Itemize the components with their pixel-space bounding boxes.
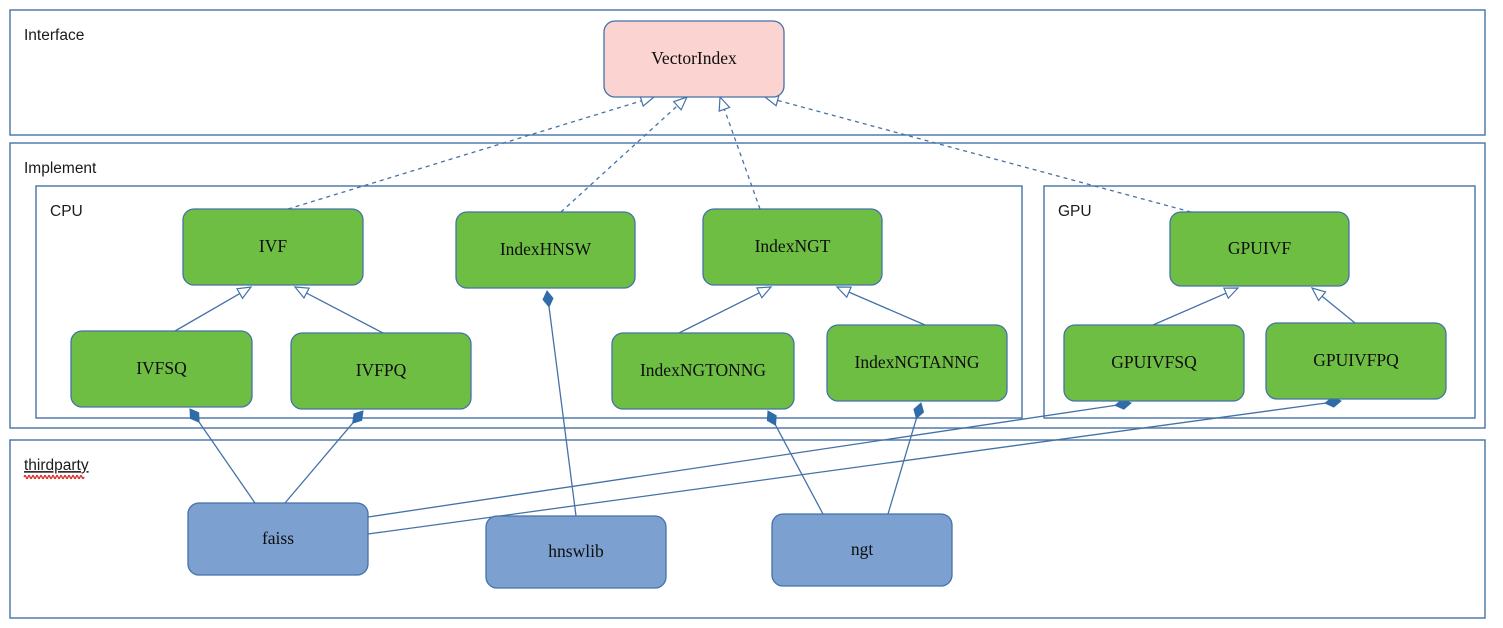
edge-line-ngt-indexngtonng <box>774 424 824 515</box>
edge-line-ngtonng-indexngt <box>678 292 760 334</box>
node-box-indexngtanng[interactable] <box>826 324 1008 402</box>
node-box-faiss[interactable] <box>187 502 369 576</box>
arrowhead-hollow-indexngt-vectorindex <box>718 95 731 112</box>
edge-ivfpq-ivf <box>293 286 384 334</box>
node-box-indexngt[interactable] <box>702 208 883 286</box>
edge-ngtanng-indexngt <box>835 286 926 326</box>
node-box-indexhnsw[interactable] <box>455 211 636 289</box>
edge-ivfsq-ivf <box>174 286 253 332</box>
edge-line-ngtanng-indexngt <box>848 291 926 326</box>
arrowhead-hollow-indexhnsw-vectorindex <box>672 95 689 111</box>
node-label-indexngt: IndexNGT <box>755 236 831 256</box>
node-label-hnswlib: hnswlib <box>548 541 604 561</box>
node-ivf[interactable]: IVF <box>182 208 364 286</box>
edges-layer <box>174 94 1356 535</box>
node-label-indexngtanng: IndexNGTANNG <box>855 352 980 372</box>
panel-label-cpu: CPU <box>50 203 83 220</box>
arrowhead-hollow-ivfpq-ivf <box>293 286 311 299</box>
edge-line-faiss-ivfpq <box>284 422 354 504</box>
node-indexhnsw[interactable]: IndexHNSW <box>455 211 636 289</box>
arrowhead-hollow-ngtanng-indexngt <box>835 286 853 299</box>
edge-line-faiss-gpuivfpq <box>367 402 1326 535</box>
node-indexngtanng[interactable]: IndexNGTANNG <box>826 324 1008 402</box>
edge-ngt-indexngtonng <box>766 410 824 515</box>
node-hnswlib[interactable]: hnswlib <box>485 515 667 589</box>
edge-line-ivfpq-ivf <box>306 292 384 334</box>
edge-line-ivf-vectorindex <box>287 100 642 210</box>
node-box-gpuivfpq[interactable] <box>1265 322 1447 400</box>
node-ngt[interactable]: ngt <box>771 513 953 587</box>
node-label-ivfpq: IVFPQ <box>356 360 407 380</box>
node-label-indexngtonng: IndexNGTONNG <box>640 360 766 380</box>
arrowhead-hollow-ivfsq-ivf <box>236 286 253 300</box>
node-label-gpuivfsq: GPUIVFSQ <box>1111 352 1197 372</box>
edge-faiss-ivfpq <box>284 410 364 504</box>
node-label-ivf: IVF <box>259 236 287 256</box>
node-vectorindex[interactable]: VectorIndex <box>603 20 785 98</box>
arrowhead-hollow-ngtonng-indexngt <box>755 286 773 299</box>
node-label-faiss: faiss <box>262 528 294 548</box>
node-gpuivfpq[interactable]: GPUIVFPQ <box>1265 322 1447 400</box>
edge-faiss-ivfsq <box>189 408 256 504</box>
edge-line-ngt-indexngtanng <box>887 418 918 515</box>
arrowhead-hollow-gpuivfpq-gpuivf <box>1310 287 1327 302</box>
edge-line-faiss-ivfsq <box>198 421 256 504</box>
node-box-ngt[interactable] <box>771 513 953 587</box>
edge-indexhnsw-vectorindex <box>560 95 689 213</box>
node-box-ivfpq[interactable] <box>290 332 472 410</box>
panel-label-implement: Implement <box>24 160 97 177</box>
node-box-vectorindex[interactable] <box>603 20 785 98</box>
arrowhead-diamond-faiss-ivfpq <box>352 410 364 424</box>
edge-line-indexngt-vectorindex <box>723 109 761 210</box>
node-label-ngt: ngt <box>851 539 874 559</box>
arrowhead-diamond-faiss-ivfsq <box>189 408 200 423</box>
node-box-gpuivf[interactable] <box>1169 211 1350 287</box>
edge-line-gpuivfpq-gpuivf <box>1321 295 1356 324</box>
node-label-ivfsq: IVFSQ <box>136 358 187 378</box>
node-gpuivfsq[interactable]: GPUIVFSQ <box>1063 324 1245 402</box>
edge-ngtonng-indexngt <box>678 286 773 334</box>
node-ivfpq[interactable]: IVFPQ <box>290 332 472 410</box>
edge-line-ivfsq-ivf <box>174 292 241 332</box>
panel-label-thirdparty: thirdparty <box>24 457 89 474</box>
edge-hnswlib-indexhnsw <box>542 290 577 517</box>
panel-label-gpu: GPU <box>1058 203 1092 220</box>
node-box-indexngtonng[interactable] <box>611 332 795 410</box>
panel-label-interface: Interface <box>24 27 84 44</box>
arrowhead-diamond-ngt-indexngtanng <box>913 402 925 420</box>
node-box-gpuivfsq[interactable] <box>1063 324 1245 402</box>
node-label-gpuivfpq: GPUIVFPQ <box>1313 350 1399 370</box>
node-gpuivf[interactable]: GPUIVF <box>1169 211 1350 287</box>
edge-indexngt-vectorindex <box>718 95 761 210</box>
node-ivfsq[interactable]: IVFSQ <box>70 330 253 408</box>
arrowhead-diamond-ngt-indexngtonng <box>766 410 777 426</box>
edge-gpuivfpq-gpuivf <box>1310 287 1356 324</box>
node-box-ivfsq[interactable] <box>70 330 253 408</box>
spellcheck-squiggle-thirdparty <box>23 474 85 480</box>
node-box-ivf[interactable] <box>182 208 364 286</box>
node-label-vectorindex: VectorIndex <box>651 48 737 68</box>
edge-line-faiss-gpuivfsq <box>367 404 1116 518</box>
node-indexngtonng[interactable]: IndexNGTONNG <box>611 332 795 410</box>
edge-ngt-indexngtanng <box>887 402 925 515</box>
node-box-hnswlib[interactable] <box>485 515 667 589</box>
node-label-gpuivf: GPUIVF <box>1228 238 1291 258</box>
edge-gpuivfsq-gpuivf <box>1152 287 1240 326</box>
edge-line-indexhnsw-vectorindex <box>560 105 678 213</box>
node-faiss[interactable]: faiss <box>187 502 369 576</box>
node-label-indexhnsw: IndexHNSW <box>500 239 592 259</box>
edge-line-gpuivfsq-gpuivf <box>1152 292 1227 326</box>
arrowhead-diamond-hnswlib-indexhnsw <box>542 290 554 308</box>
edge-line-hnswlib-indexhnsw <box>548 306 577 517</box>
arrowhead-hollow-gpuivfsq-gpuivf <box>1222 287 1240 300</box>
node-indexngt[interactable]: IndexNGT <box>702 208 883 286</box>
